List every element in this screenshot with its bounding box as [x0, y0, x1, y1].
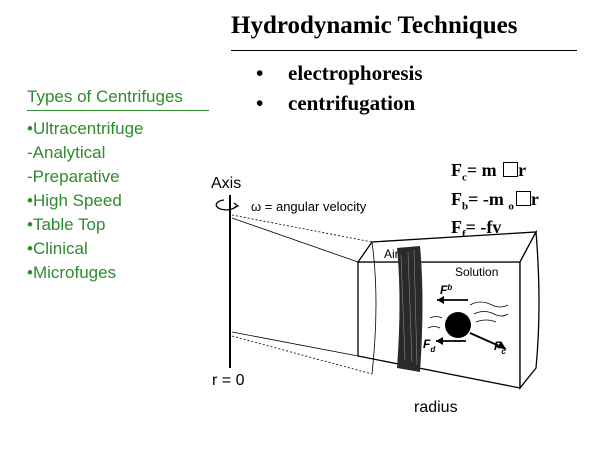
slide-title: Hydrodynamic Techniques: [231, 12, 518, 39]
fb-diagram-label: Fb: [440, 283, 452, 297]
centrifuge-item: -Preparative: [27, 167, 120, 186]
air-label: Air: [384, 247, 399, 261]
guide-line: [231, 331, 359, 357]
centrifuge-item: -Analytical: [27, 143, 106, 162]
radius-label: radius: [414, 399, 458, 416]
axis-label: Axis: [211, 175, 241, 192]
centrifuge-item: •Clinical: [27, 239, 88, 258]
flow-line: [473, 311, 509, 317]
technique-item: •centrifugation: [256, 91, 416, 115]
technique-label: centrifugation: [288, 91, 416, 115]
flow-line: [475, 319, 497, 323]
solution-label: Solution: [455, 265, 498, 279]
title-underline: [231, 50, 577, 51]
fd-diagram-label: Fd: [423, 337, 436, 354]
drag-arrowhead-icon: [436, 337, 443, 345]
equation-frictional-force: Ff= -fv: [451, 217, 502, 241]
centrifuge-item: •High Speed: [27, 191, 122, 210]
cell-front-face: [357, 261, 521, 389]
cell-inner-edge: [371, 241, 377, 375]
technique-list: •electrophoresis •centrifugation: [256, 58, 423, 118]
flow-line: [429, 316, 443, 319]
cell-side-face: [519, 229, 540, 390]
meniscus-band: [397, 246, 423, 372]
origin-label: r = 0: [212, 372, 245, 389]
omega-squared-placeholder-icon: [503, 162, 519, 177]
fc-diagram-label: Fc: [494, 339, 506, 356]
particle-sphere: [445, 312, 471, 338]
centrifuge-types-heading: Types of Centrifuges: [27, 87, 183, 106]
centrifuge-item: •Table Top: [27, 215, 106, 234]
guide-line: [231, 214, 373, 243]
technique-label: electrophoresis: [288, 61, 423, 85]
technique-item: •electrophoresis: [256, 61, 423, 85]
rotation-arrowhead-icon: [233, 202, 240, 209]
flow-line: [469, 301, 509, 308]
guide-line: [231, 335, 373, 375]
centrifuge-types-list: •Ultracentrifuge -Analytical -Preparativ…: [27, 117, 144, 285]
flow-line: [427, 326, 441, 329]
guide-line: [231, 217, 359, 263]
centrifuge-item: •Microfuges: [27, 263, 117, 282]
equation-centrifugal-force: Fc= m r: [451, 160, 527, 184]
meniscus-texture: [400, 249, 418, 366]
centrifugal-arrowhead-icon: [497, 341, 506, 349]
centrifuge-item: •Ultracentrifuge: [27, 119, 144, 138]
buoyant-arrowhead-icon: [437, 296, 444, 304]
angular-velocity-label: ω = angular velocity: [251, 199, 367, 214]
centrifuge-heading-underline: [27, 110, 209, 111]
rotation-arrow-icon: [215, 199, 237, 211]
omega-squared-placeholder-icon: [515, 191, 531, 206]
